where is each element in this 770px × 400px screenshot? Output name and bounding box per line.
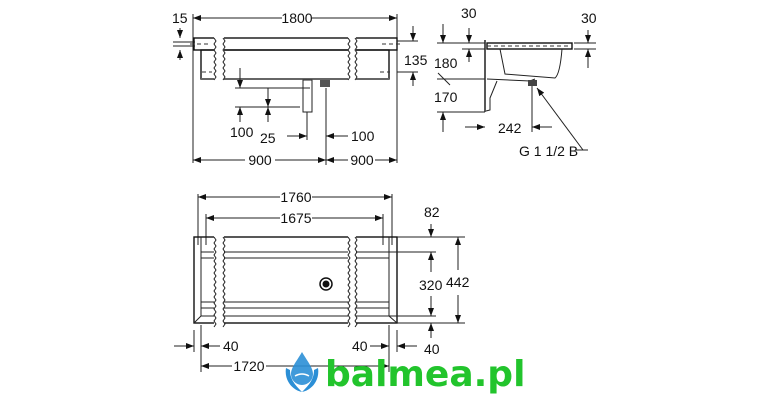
dim-1760: 1760 (280, 189, 311, 205)
dim-30-right: 30 (581, 10, 597, 26)
dim-135: 135 (404, 52, 428, 68)
dim-40-front: 40 (424, 341, 440, 357)
dim-900-right: 900 (350, 152, 374, 168)
water-drop-hands-icon (285, 352, 319, 392)
dim-30-left: 30 (461, 5, 477, 21)
sink-plan (193, 236, 398, 324)
dim-1720: 1720 (233, 358, 264, 374)
sink-body (200, 49, 390, 80)
supply-pipe (302, 79, 313, 113)
dim-320: 320 (419, 277, 443, 293)
brand-text: balmea.pl (325, 354, 525, 395)
dim-100-drain: 100 (351, 128, 375, 144)
drain-hole (319, 277, 333, 291)
side-drain (528, 80, 537, 86)
dim-1800: 1800 (281, 10, 312, 26)
front-view: 1800 15 135 100 25 (172, 10, 428, 168)
dim-82: 82 (424, 204, 440, 220)
dim-1675: 1675 (280, 210, 311, 226)
side-view: 180 170 30 30 242 G 1 1/2 B (434, 5, 597, 159)
dim-100-pipe: 100 (230, 124, 254, 140)
drain-thread-label: G 1 1/2 B (519, 143, 578, 159)
plan-view: 1760 1675 82 320 442 40 (174, 189, 470, 374)
dim-170: 170 (434, 89, 458, 105)
dim-40-right: 40 (352, 338, 368, 354)
dim-25: 25 (260, 130, 276, 146)
dim-242: 242 (498, 120, 522, 136)
dim-40-left: 40 (223, 338, 239, 354)
dim-180: 180 (434, 55, 458, 71)
balmea-logo: balmea.pl (285, 352, 525, 395)
dim-442: 442 (446, 274, 470, 290)
drain-outlet (320, 80, 330, 87)
dim-15: 15 (172, 10, 188, 26)
dim-900-left: 900 (248, 152, 272, 168)
